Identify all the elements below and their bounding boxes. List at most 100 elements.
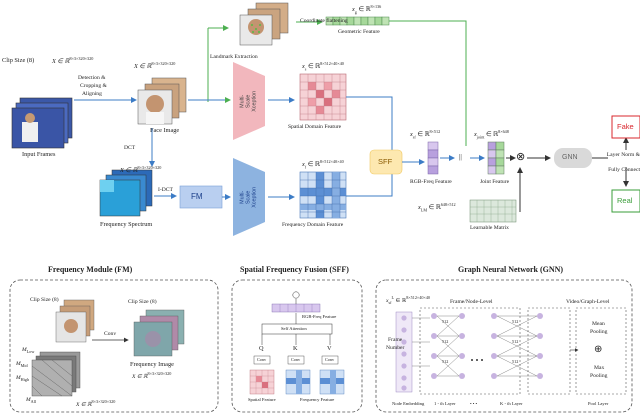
gnn-max-pooling-1: Max <box>594 365 605 371</box>
sff-v-label: V <box>327 345 332 352</box>
input-frames-stack <box>11 97 73 149</box>
fm-panel-frame <box>9 279 219 413</box>
dct-label: DCT <box>124 145 136 151</box>
frequency-xception-block <box>233 158 265 236</box>
face-image-stack <box>137 77 187 125</box>
spatial-domain-feature-grid <box>299 73 347 121</box>
fm-x-top: X ∈ ℝ8×3×320×320 <box>132 371 172 380</box>
xjoint-dims-label: xjoint ∈ ℝ8×648 <box>474 129 509 140</box>
gnn-edge-dims-4: 512 <box>512 319 519 324</box>
detection-label-1: Detection & <box>78 75 106 81</box>
frequency-spectrum-label: Frequency Spectrum <box>100 221 153 228</box>
gnn-frame-number-2: Number <box>386 345 405 351</box>
spatial-xception-block <box>233 62 265 140</box>
gnn-edge-dims-2: 512 <box>442 339 449 344</box>
fm-frequency-image-label: Frequency Image <box>130 361 174 368</box>
sff-conv-k: Conv <box>291 357 301 362</box>
gnn-input-dims: xsfL ∈ ℝ8×512×40×40 <box>386 295 431 305</box>
fm-conv-label: Conv <box>104 331 117 337</box>
gnn-max-pooling-2: Pooling <box>590 373 608 379</box>
fm-mask-low: MLow <box>22 347 35 355</box>
geometric-feature-vector <box>325 16 390 26</box>
multiply-symbol: ⊗ <box>516 151 526 163</box>
sff-panel-frame <box>231 279 363 413</box>
sff-panel-diagram <box>249 291 345 395</box>
joint-feature-label: Joint Feature <box>480 179 510 185</box>
gnn-edge-dims-3: 512 <box>442 359 449 364</box>
gnn-layer-dots: • • • <box>470 401 478 406</box>
fm-clip-size-right: Clip Size (8) <box>128 299 157 305</box>
input-frames-label: Input Frames <box>22 151 56 158</box>
gnn-edge-dims-6: 512 <box>512 359 519 364</box>
gnn-box <box>554 148 592 168</box>
clip-size-label: Clip Size (8) <box>2 57 35 64</box>
face-image-label: Face Image <box>150 127 180 134</box>
sff-self-attention-label: Self Attention <box>281 326 307 331</box>
learnable-matrix-block <box>469 199 517 223</box>
landmark-face-stack <box>239 2 289 46</box>
gnn-edge-dims-5: 512 <box>512 339 519 344</box>
fm-mask-high: MHigh <box>16 375 30 383</box>
sff-conv-v: Conv <box>325 357 335 362</box>
freq-dims-label: X ∈ ℝ8×3×320×320 <box>120 165 162 175</box>
layer-norm-label-1: Layer Norm & <box>606 152 640 158</box>
xf-dims-label: xf ∈ ℝ8×512×40×40 <box>302 159 344 170</box>
fake-label: Fake <box>617 122 634 131</box>
gnn-label: GNN <box>562 154 578 161</box>
coordinate-flattening-label: Coordinate flattening <box>300 18 348 24</box>
gnn-layer-k-label: K - th Layer <box>500 401 523 406</box>
landmark-extraction-label: Landmark Extraction <box>210 54 258 60</box>
learnable-matrix-label: Learnable Matrix <box>470 225 509 231</box>
sff-frequency-feature-label: Frequency Feature <box>300 397 335 402</box>
joint-feature-vector <box>487 141 505 175</box>
gnn-panel-frame <box>375 279 633 413</box>
sff-spatial-feature-label: Spatial Feature <box>248 397 276 402</box>
fm-clip-size-left: Clip Size (8) <box>30 297 59 303</box>
fm-mask-stack <box>31 351 81 397</box>
gnn-panel-title: Graph Neural Network (GNN) <box>458 265 564 274</box>
idct-label: I-DCT <box>158 187 173 193</box>
sff-label: SFF <box>378 157 393 166</box>
gnn-frame-node-level: Frame/Node-Level <box>450 299 493 305</box>
fm-mask-all: MAll <box>26 397 37 405</box>
detection-label-3: Aligning <box>82 91 102 97</box>
frequency-domain-feature-label: Frequency Domain Feature <box>282 222 344 228</box>
frequency-to-sff-line <box>346 170 393 197</box>
gnn-video-graph-level: Video/Graph-Level <box>566 299 610 305</box>
real-box <box>611 189 640 213</box>
gnn-mean-pooling-1: Mean <box>592 321 605 327</box>
sff-conv-q: Conv <box>257 357 267 362</box>
fm-frequency-image-stack <box>133 309 185 357</box>
geometric-to-concat-line <box>389 20 467 146</box>
gnn-mean-pooling-2: Pooling <box>590 329 608 335</box>
rgb-freq-feature-vector <box>427 141 439 175</box>
face-dims-label: X ∈ ℝ8×3×320×320 <box>134 61 176 71</box>
sff-q-label: Q <box>259 345 264 352</box>
xg-dims-label: xg ∈ ℝ8×136 <box>352 4 382 15</box>
layer-norm-label-2: Fully Connect <box>608 167 640 173</box>
gnn-node-embedding-label: Node Embedding <box>392 401 425 406</box>
frequency-domain-feature-grid <box>299 171 347 219</box>
fake-box <box>611 115 640 139</box>
xsf-dims-label: xsf ∈ ℝ8×512 <box>410 129 441 140</box>
gnn-plus-symbol: ⊕ <box>594 344 603 355</box>
fm-label: FM <box>191 192 203 201</box>
gnn-frame-number-1: Frame <box>388 337 403 343</box>
gnn-layer-1-label: 1 - th Layer <box>434 401 456 406</box>
frequency-spectrum-stack <box>99 169 153 217</box>
sff-k-label: K <box>293 345 298 352</box>
detection-label-2: Cropping & <box>80 83 107 89</box>
gnn-pool-layer-label: Pool Layer <box>588 401 609 406</box>
xlm-dims-label: xLM ∈ ℝ648×512 <box>418 202 456 213</box>
xs-dims-label: xs ∈ ℝ8×512×40×40 <box>302 61 344 72</box>
gnn-edge-dims-1: 512 <box>442 319 449 324</box>
fm-panel-title: Frequency Module (FM) <box>48 265 133 274</box>
fm-frames-stack <box>55 299 95 343</box>
concat-symbol: || <box>459 153 462 161</box>
spatial-domain-feature-label: Spatial Domain Feature <box>288 124 342 130</box>
fm-mask-mid: MMid <box>16 361 28 369</box>
real-label: Real <box>617 196 633 205</box>
